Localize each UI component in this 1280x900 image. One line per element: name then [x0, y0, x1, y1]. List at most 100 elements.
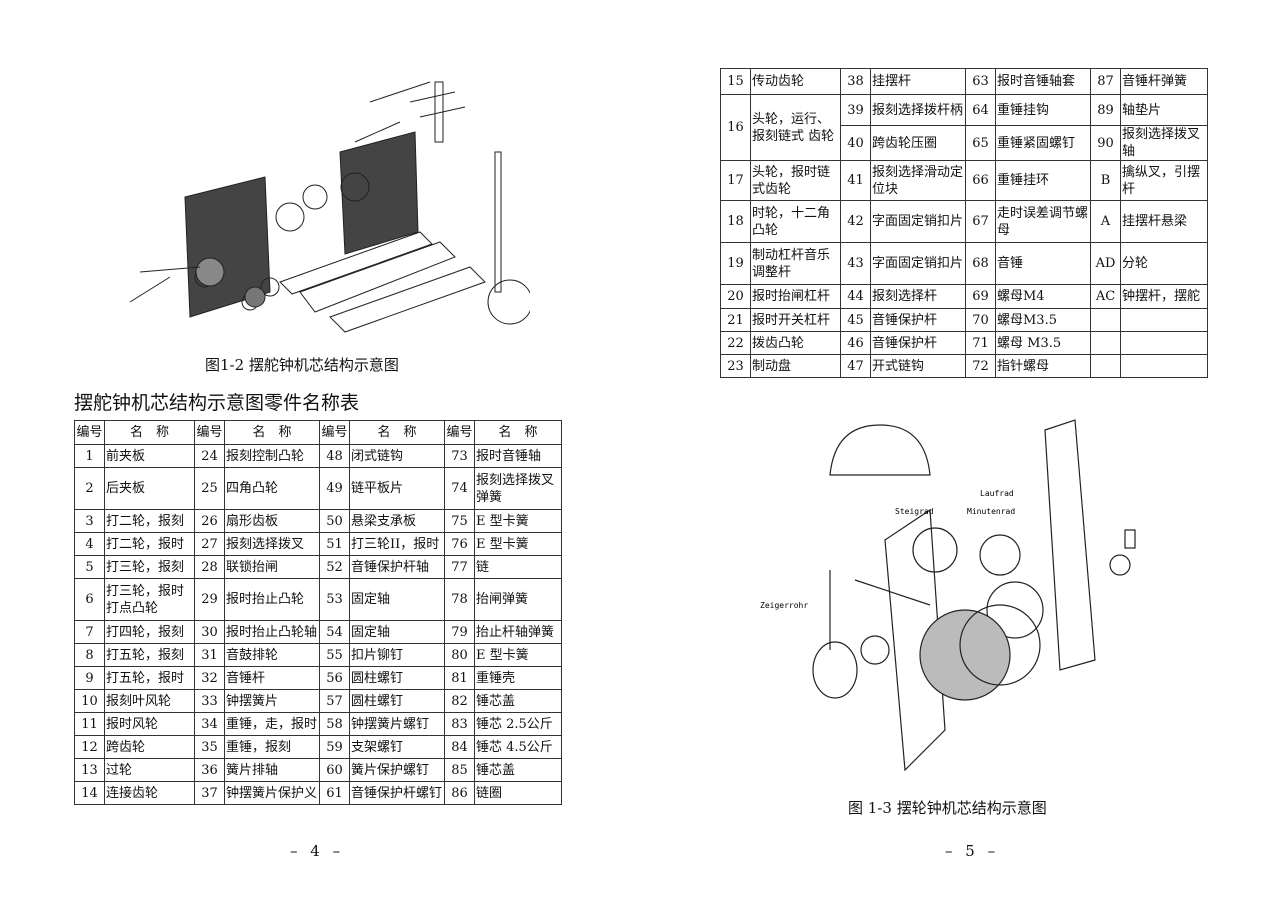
part-name-cell: 锤芯 2.5公斤: [474, 712, 562, 736]
part-number-cell: 89: [1090, 94, 1121, 126]
part-number-cell: 39: [840, 94, 871, 126]
part-number-cell: 38: [840, 68, 871, 95]
part-name-cell: 音锤杆: [224, 666, 320, 690]
part-number-cell: AC: [1090, 284, 1121, 309]
part-name-cell: 抬止杆轴弹簧: [474, 620, 562, 644]
part-number-cell: 41: [840, 160, 871, 201]
part-name-cell: 音锤杆弹簧: [1120, 68, 1208, 95]
part-number-cell: 8: [74, 643, 105, 667]
part-number-cell: 28: [194, 555, 225, 579]
part-number-cell: 85: [444, 758, 475, 782]
part-number-cell: 34: [194, 712, 225, 736]
part-name-cell: 打五轮，报时: [104, 666, 195, 690]
part-number-cell: 68: [965, 242, 996, 285]
part-name-cell: 链平板片: [349, 467, 445, 510]
part-number-cell: 90: [1090, 125, 1121, 161]
part-number-cell: 1: [74, 444, 105, 468]
part-name-cell: 报刻选择拨叉轴: [1120, 125, 1208, 161]
part-number-cell: 17: [720, 160, 751, 201]
part-number-cell: 27: [194, 532, 225, 556]
part-name-cell: 指针螺母: [995, 354, 1091, 378]
part-name-cell: 报刻选择拨杆柄: [870, 94, 966, 126]
part-name-cell: 链圈: [474, 781, 562, 805]
part-number-cell: 57: [319, 689, 350, 713]
part-number-cell: 48: [319, 444, 350, 468]
part-number-cell: 71: [965, 331, 996, 355]
label-steigrad: Steigrad: [895, 507, 934, 516]
part-number-cell: 9: [74, 666, 105, 690]
part-name-cell: 重锤，报刻: [224, 735, 320, 759]
part-number-cell: 46: [840, 331, 871, 355]
part-name-cell: 钟摆簧片螺钉: [349, 712, 445, 736]
part-number-cell: 49: [319, 467, 350, 510]
part-number-cell: 25: [194, 467, 225, 510]
part-number-cell: 50: [319, 509, 350, 533]
part-name-cell: E 型卡簧: [474, 643, 562, 667]
part-name-cell: 打三轮，报刻: [104, 555, 195, 579]
part-number-cell: 43: [840, 242, 871, 285]
part-number-cell: 21: [720, 308, 751, 332]
part-name-cell: 打三轮，报时打点凸轮: [104, 578, 195, 621]
part-name-cell: 打二轮，报刻: [104, 509, 195, 533]
part-number-cell: 67: [965, 200, 996, 243]
part-number-cell: 13: [74, 758, 105, 782]
part-name-cell: [1120, 308, 1208, 332]
part-number-cell: 24: [194, 444, 225, 468]
part-number-cell: 64: [965, 94, 996, 126]
part-name-cell: 簧片排轴: [224, 758, 320, 782]
part-number-cell: 35: [194, 735, 225, 759]
part-name-cell: 报刻控制凸轮: [224, 444, 320, 468]
part-name-cell: 锤芯盖: [474, 758, 562, 782]
part-number-cell: 7: [74, 620, 105, 644]
part-name-cell: 四角凸轮: [224, 467, 320, 510]
part-name-cell: 音锤保护杆螺钉: [349, 781, 445, 805]
part-name-cell: 后夹板: [104, 467, 195, 510]
part-number-cell: 70: [965, 308, 996, 332]
part-name-cell: 报时抬止凸轮: [224, 578, 320, 621]
part-number-cell: [1090, 354, 1121, 378]
part-name-cell: 打四轮，报刻: [104, 620, 195, 644]
part-name-cell: 前夹板: [104, 444, 195, 468]
part-number-cell: 32: [194, 666, 225, 690]
part-number-cell: 16: [720, 94, 751, 161]
part-name-cell: 固定轴: [349, 578, 445, 621]
part-number-cell: 6: [74, 578, 105, 621]
part-number-cell: A: [1090, 200, 1121, 243]
table-header-cell: 编号: [319, 420, 350, 445]
part-name-cell: 重锤壳: [474, 666, 562, 690]
part-name-cell: 悬梁支承板: [349, 509, 445, 533]
part-name-cell: 锤芯 4.5公斤: [474, 735, 562, 759]
part-name-cell: 报时开关杠杆: [750, 308, 841, 332]
part-number-cell: 55: [319, 643, 350, 667]
part-name-cell: 打二轮，报时: [104, 532, 195, 556]
part-number-cell: 78: [444, 578, 475, 621]
part-name-cell: 报刻选择拨叉: [224, 532, 320, 556]
table-header-cell: 名 称: [224, 420, 320, 445]
part-name-cell: 走时误差调节螺母: [995, 200, 1091, 243]
table-header-cell: 名 称: [104, 420, 195, 445]
part-number-cell: 36: [194, 758, 225, 782]
part-name-cell: 跨齿轮: [104, 735, 195, 759]
label-zeigerrohr: Zeigerrohr: [760, 601, 808, 610]
part-number-cell: 84: [444, 735, 475, 759]
part-number-cell: 30: [194, 620, 225, 644]
part-name-cell: 重锤挂环: [995, 160, 1091, 201]
part-name-cell: [1120, 331, 1208, 355]
part-name-cell: 报刻选择杆: [870, 284, 966, 309]
part-name-cell: 挂摆杆: [870, 68, 966, 95]
part-name-cell: 报时音锤轴套: [995, 68, 1091, 95]
part-name-cell: 打三轮II，报时: [349, 532, 445, 556]
part-name-cell: E 型卡簧: [474, 509, 562, 533]
